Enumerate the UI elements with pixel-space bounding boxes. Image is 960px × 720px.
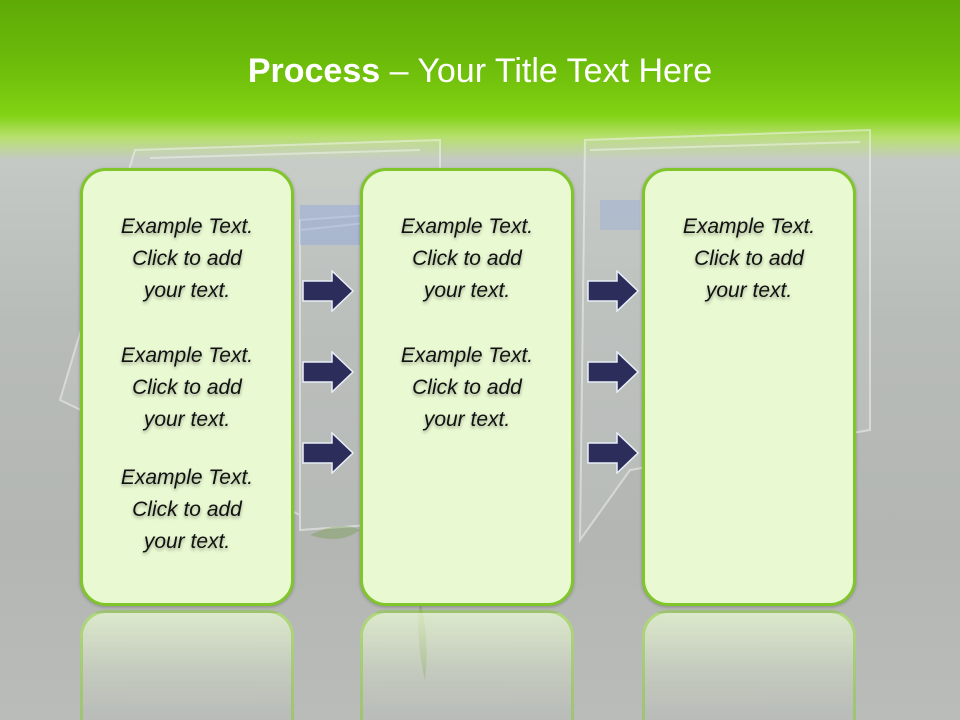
text-line: your text. [423, 408, 511, 431]
text-line: your text. [143, 279, 231, 302]
card-reflection [360, 610, 574, 720]
process-card-1[interactable]: Example Text. Click to add your text. Ex… [80, 168, 294, 606]
title-bold: Process [247, 52, 381, 90]
right-arrow-icon [587, 351, 639, 393]
text-line: your text. [423, 279, 511, 302]
text-line: Click to add [412, 247, 522, 270]
text-block[interactable]: Example Text. Click to add your text. [363, 211, 571, 307]
title-rest: – Your Title Text Here [380, 52, 713, 90]
slide-title[interactable]: Process – Your Title Text Here [0, 52, 960, 91]
right-arrow-icon [587, 270, 639, 312]
text-line: Example Text. [400, 344, 534, 367]
text-line: Example Text. [120, 466, 254, 489]
right-arrow-icon [302, 351, 354, 393]
text-line: Click to add [132, 376, 242, 399]
text-line: Example Text. [400, 215, 534, 238]
card-reflection [80, 610, 294, 720]
text-line: Click to add [132, 247, 242, 270]
right-arrow-icon [302, 432, 354, 474]
text-line: your text. [143, 530, 231, 553]
text-line: Click to add [132, 498, 242, 521]
text-block[interactable]: Example Text. Click to add your text. [83, 211, 291, 307]
text-block[interactable]: Example Text. Click to add your text. [83, 462, 291, 558]
text-line: Click to add [694, 247, 804, 270]
text-line: your text. [143, 408, 231, 431]
card-reflection [642, 610, 856, 720]
text-block[interactable]: Example Text. Click to add your text. [363, 340, 571, 436]
text-block[interactable]: Example Text. Click to add your text. [83, 340, 291, 436]
process-card-3[interactable]: Example Text. Click to add your text. [642, 168, 856, 606]
text-line: Click to add [412, 376, 522, 399]
text-line: Example Text. [120, 344, 254, 367]
right-arrow-icon [302, 270, 354, 312]
process-card-2[interactable]: Example Text. Click to add your text. Ex… [360, 168, 574, 606]
right-arrow-icon [587, 432, 639, 474]
text-block[interactable]: Example Text. Click to add your text. [645, 211, 853, 307]
text-line: your text. [705, 279, 793, 302]
text-line: Example Text. [120, 215, 254, 238]
text-line: Example Text. [682, 215, 816, 238]
